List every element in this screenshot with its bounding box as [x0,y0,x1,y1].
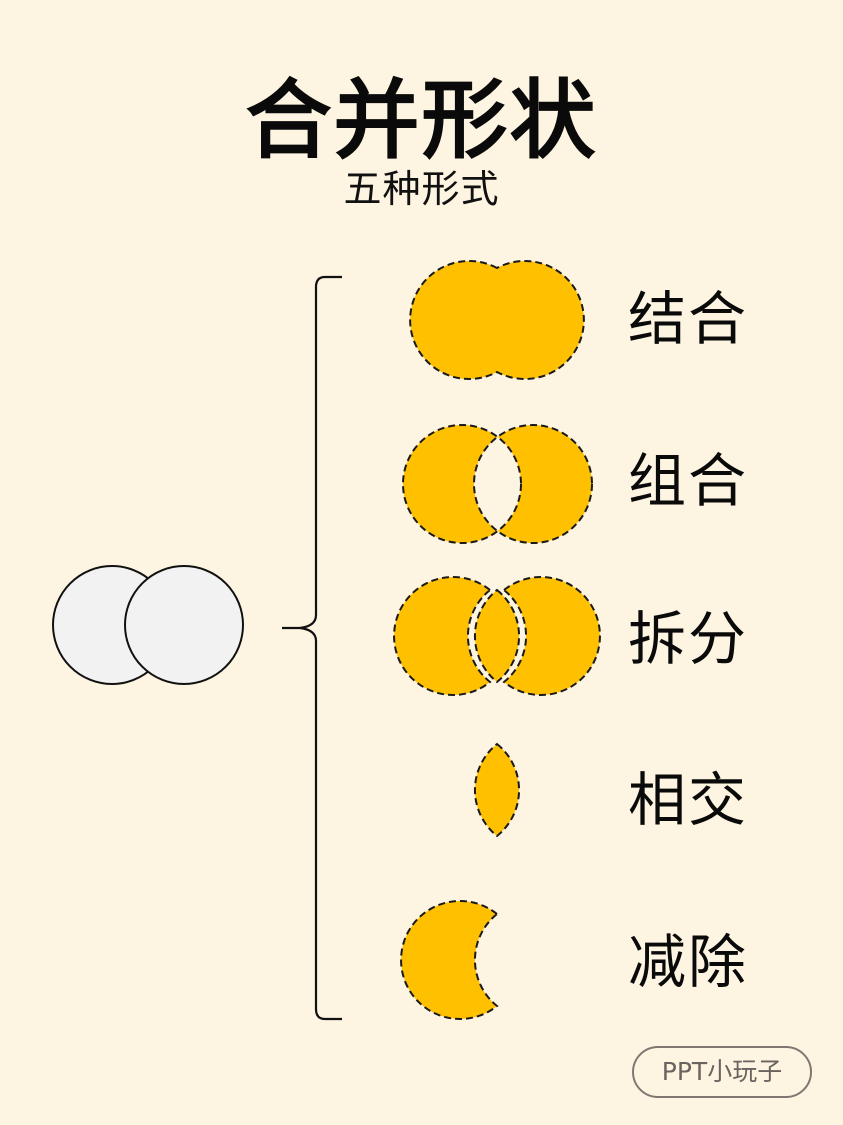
label-union: 结合 [628,285,749,353]
label-fragment: 拆分 [628,605,749,673]
label-subtract: 减除 [628,928,749,996]
label-combine: 组合 [628,447,749,515]
label-intersect: 相交 [628,766,749,834]
subtract-shape [400,900,499,1020]
page-subtitle: 五种形式 [343,167,500,211]
fragment-shape [393,576,601,696]
page-title: 合并形状 [245,71,598,171]
source-circles [52,565,244,685]
author-badge: PPT小玩子 [632,1046,812,1098]
union-shape [409,260,585,380]
combine-shape [402,424,593,544]
intersect-shape [474,742,520,838]
curly-brace [282,275,342,1021]
